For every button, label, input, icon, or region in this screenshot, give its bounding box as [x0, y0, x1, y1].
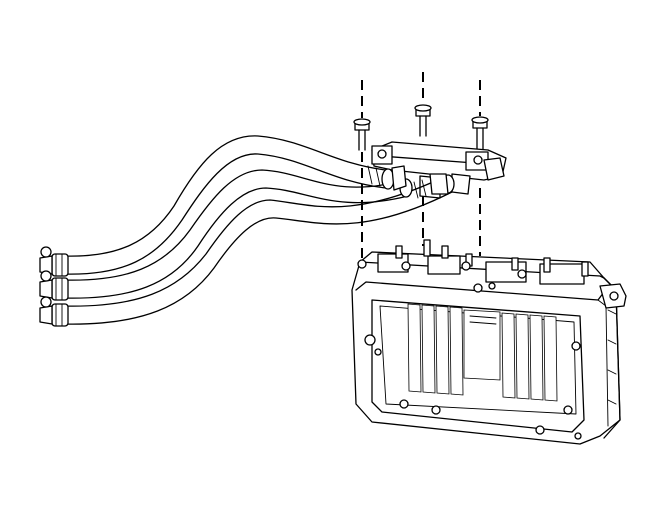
- bolt-right: [471, 80, 489, 256]
- hose-connector-top: [39, 246, 69, 277]
- electronic-module-housing: [351, 239, 627, 445]
- hose-manifold-bracket: [371, 141, 507, 199]
- bolt-left: [353, 80, 371, 262]
- hose-connector-middle: [39, 270, 69, 301]
- hose-connector-bottom: [39, 296, 69, 327]
- terminal-studs: [357, 239, 589, 293]
- cooling-fins: [407, 303, 558, 402]
- bolt-middle: [414, 72, 432, 246]
- coolant-hose-assembly: [39, 135, 455, 327]
